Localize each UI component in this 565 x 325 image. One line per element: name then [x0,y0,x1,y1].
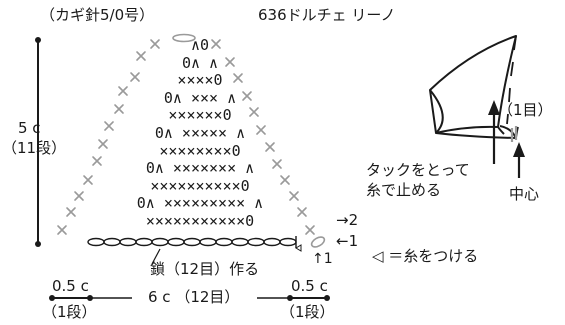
detail-stitch-label: （1目） [498,101,553,119]
row-marker-2: →2 [336,211,359,229]
stitch-row: ××××××××0 [159,141,241,160]
yarn-name-label: 636ドルチェ リーノ [258,6,396,24]
hook-size-label: （カギ針5/0号） [40,6,155,24]
stitch-row: 0∧ ××× ∧ [163,88,237,107]
bottom-left-value: 0.5 c [52,277,89,295]
legend-attach-yarn: ◁ ＝糸をつける [372,247,479,265]
bottom-center-width: 6 c （12目） [148,288,240,306]
stitch-row: ×××××××××××0 [145,212,255,230]
stitch-row: ××××××0 [168,106,232,125]
height-value: 5 c [18,119,41,137]
stitch-row: 0∧ ∧ [181,53,219,72]
detail-center-label: 中心 [509,185,540,203]
start-marker: ↑1 [312,251,333,267]
bottom-left-rows: （1段） [42,303,97,321]
stitch-row: ××××××××××0 [150,176,250,195]
stitch-row: 0∧ ××××××××× ∧ [136,194,264,213]
chain-label: 鎖（12目）作る [150,260,260,278]
bottom-right-value: 0.5 c [291,277,328,295]
stitch-row: ∧0 [190,36,210,54]
bottom-right-rows: （1段） [280,303,335,321]
stitch-row: 0∧ ××××××× ∧ [145,159,255,178]
stitch-row: 0∧ ××××× ∧ [154,124,246,142]
height-rows: （11段） [2,139,67,157]
stitch-row: ××××0 [177,71,223,90]
detail-note-line2: 糸で止める [366,181,442,199]
detail-note-line1: タックをとって [366,161,470,179]
row-marker-1: ←1 [336,232,359,250]
